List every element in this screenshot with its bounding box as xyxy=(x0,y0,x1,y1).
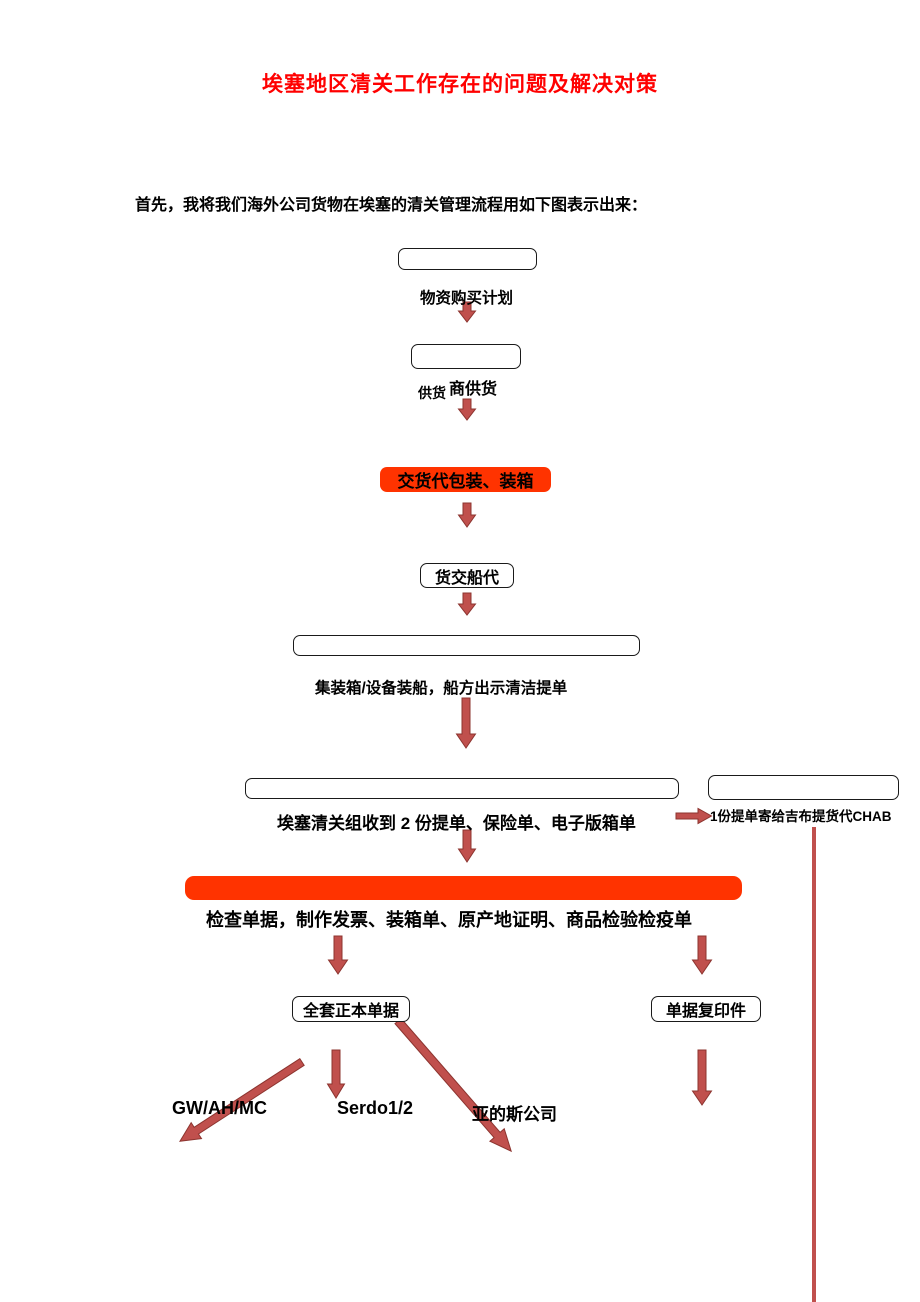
flow-box-check-docs xyxy=(185,876,742,900)
down-arrow-icon xyxy=(457,398,477,421)
label-dest-addis: 亚的斯公司 xyxy=(472,1105,557,1124)
down-arrow-icon xyxy=(327,935,349,975)
flow-box-bl-to-djibouti xyxy=(708,775,899,800)
flow-box-forwarder-packing: 交货代包装、装箱 xyxy=(380,467,551,492)
flow-box-loading xyxy=(293,635,640,656)
label-supplier-part2: 商供货 xyxy=(449,381,498,398)
down-arrow-icon xyxy=(457,592,477,616)
flow-box-doc-copies: 单据复印件 xyxy=(651,996,761,1022)
label-check-docs: 检查单据，制作发票、装箱单、原产地证明、商品检验检疫单 xyxy=(206,910,692,930)
flow-box-full-original-docs: 全套正本单据 xyxy=(292,996,410,1022)
label-loading-clean-bl: 集装箱/设备装船，船方出示清洁提单 xyxy=(315,680,568,697)
label-dest-serdo: Serdo1/2 xyxy=(337,1098,414,1118)
down-arrow-icon xyxy=(457,829,477,863)
intro-text: 首先，我将我们海外公司货物在埃塞的清关管理流程用如下图表示出来： xyxy=(135,197,648,214)
flow-box-docs-received xyxy=(245,778,679,799)
down-arrow-icon xyxy=(457,301,477,323)
label-supplier-part1: 供货 xyxy=(418,385,446,401)
label-docs-received: 埃塞清关组收到 2 份提单、保险单、电子版箱单 xyxy=(277,814,636,833)
down-arrow-icon xyxy=(691,1049,713,1106)
label-supplier: 供货商供货 xyxy=(418,375,498,401)
label-bl-to-djibouti: 1份提单寄给吉布提货代CHAB xyxy=(710,809,892,824)
diagonal-arrow-icon xyxy=(179,1057,305,1142)
long-connector-line xyxy=(812,827,816,1302)
down-arrow-icon xyxy=(457,502,477,528)
page-title: 埃塞地区清关工作存在的问题及解决对策 xyxy=(262,73,658,96)
flow-box-supplier xyxy=(411,344,521,369)
right-arrow-icon xyxy=(675,807,713,825)
flow-box-cargo-to-shipping-agent: 货交船代 xyxy=(420,563,514,588)
down-arrow-icon xyxy=(455,697,477,749)
flow-box-purchase-plan xyxy=(398,248,537,270)
label-purchase-plan: 物资购买计划 xyxy=(420,290,514,307)
down-arrow-icon xyxy=(326,1049,346,1099)
down-arrow-icon xyxy=(691,935,713,975)
diagonal-arrow-icon xyxy=(394,1017,512,1153)
label-dest-gw-ah-mc: GW/AH/MC xyxy=(172,1098,267,1118)
